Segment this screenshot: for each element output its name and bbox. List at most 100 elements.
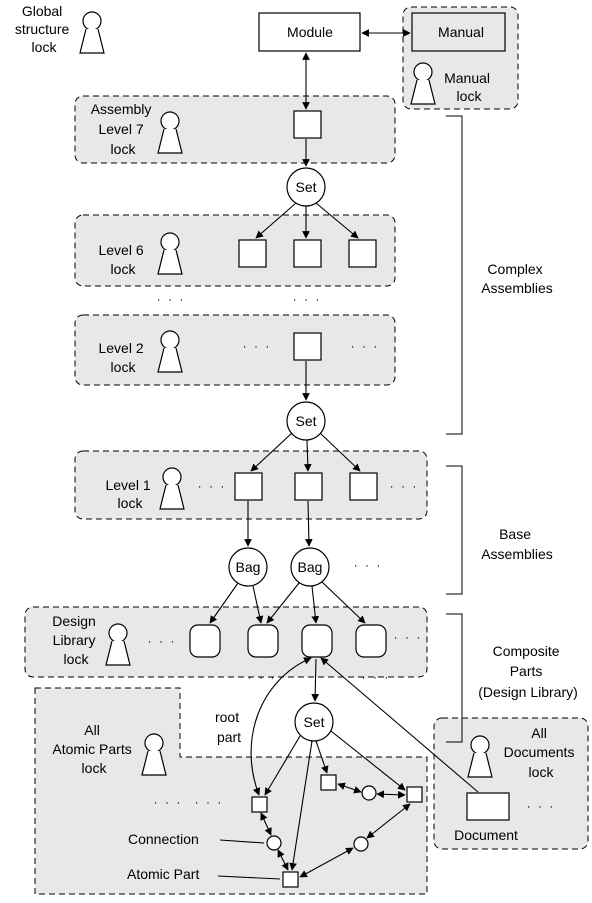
composite-part-4: [355, 624, 387, 658]
ellipsis-below-library-right: · · ·: [362, 670, 391, 684]
manual-label: Manual: [438, 24, 484, 40]
composite-part-2: [247, 624, 279, 658]
edge-set3-upper: [315, 740, 329, 774]
document-box: [466, 792, 510, 821]
set-label-2: Set: [295, 413, 316, 429]
atomic-part-bottom: [282, 871, 299, 888]
manual-lock-label: Manual lock: [444, 70, 494, 104]
edge-conn2-right: [376, 790, 406, 799]
edge-bag1-cp1: [209, 582, 239, 624]
level2-lock-label: Level 2 lock: [98, 340, 147, 375]
ellipsis-level1-right: · · ·: [390, 479, 419, 493]
level2-lock-icon: [157, 330, 183, 373]
atomic-parts-lock-label: All Atomic Parts lock: [52, 722, 135, 776]
level6-lock-label: Level 6 lock: [98, 242, 147, 277]
level6-lock-icon: [157, 232, 183, 275]
edge-set3-root: [264, 735, 301, 796]
edge-cp3-set3: [311, 658, 320, 702]
ellipsis-documents: · · ·: [527, 799, 556, 813]
assembly-level7-lock-label: Assembly Level 7 lock: [91, 101, 156, 157]
bag-label-1: Bag: [236, 559, 261, 575]
composite-parts-bracket: [446, 613, 463, 743]
module-label: Module: [287, 24, 333, 40]
edge-set1-level6-3: [315, 202, 359, 239]
level2-node: [293, 332, 322, 361]
root-part-label: root part: [215, 709, 243, 745]
manual-lock-icon: [410, 62, 436, 105]
design-library-lock-icon: [105, 623, 131, 666]
level6-node-1: [238, 239, 267, 268]
global-structure-lock-label: Global structure lock: [15, 3, 73, 55]
set-label-1: Set: [295, 179, 316, 195]
level1-node-2: [294, 472, 323, 501]
base-assemblies-bracket: [446, 465, 463, 595]
ellipsis-level2-right: · · ·: [351, 339, 380, 353]
edge-right-conn3: [366, 803, 411, 839]
level6-node-3: [348, 239, 377, 268]
edge-set2-level1-1: [250, 432, 293, 472]
edge-conn1-bottom: [277, 849, 289, 871]
ellipsis-level2-left: · · ·: [243, 339, 272, 353]
composite-part-1: [189, 624, 221, 658]
atomic-part-label: Atomic Part: [127, 866, 199, 882]
complex-assemblies-label: Complex Assemblies: [481, 261, 553, 296]
set-node-2: [286, 401, 326, 441]
complex-assemblies-bracket: [446, 115, 463, 435]
ellipsis-atomic-right: · · ·: [195, 795, 224, 809]
bag-label-2: Bag: [298, 559, 323, 575]
level1-node-3: [349, 472, 378, 501]
level1-lock-icon: [159, 467, 185, 510]
ellipsis-mid-center: · · ·: [293, 292, 322, 306]
edge-level1-bag2: [304, 500, 313, 547]
ellipsis-mid-left: · · ·: [157, 292, 186, 306]
composite-parts-label: Composite Parts (Design Library): [478, 643, 578, 700]
bag-node-1: [228, 547, 268, 587]
level6-zone: [74, 214, 396, 287]
assembly-level7-node: [293, 110, 322, 139]
edge-bag2-cp3: [311, 585, 320, 624]
connection-node-2: [361, 785, 377, 801]
atomic-part-root: [251, 796, 268, 813]
manual-box: [411, 12, 506, 52]
ellipsis-library-right: · · ·: [394, 630, 423, 644]
document-label: Document: [454, 827, 518, 843]
edge-bag2-cp4: [321, 581, 366, 624]
ellipsis-below-library-left: · · ·: [248, 670, 277, 684]
atomic-parts-lock-icon: [141, 733, 167, 776]
edge-document-cp3: [320, 657, 479, 793]
edge-conn3-bottom: [299, 847, 354, 878]
edge-set2-level1-3: [319, 432, 361, 472]
documents-lock-icon: [467, 735, 493, 778]
global-structure-lock-icon: [79, 11, 105, 54]
ellipsis-atomic-left: · · ·: [154, 795, 183, 809]
connection-node-1: [266, 835, 282, 851]
module-box: [258, 12, 361, 52]
edge-set1-level6-1: [255, 202, 297, 239]
base-assemblies-label: Base Assemblies: [481, 526, 553, 562]
atomic-part-upper: [320, 774, 337, 791]
edge-bag1-cp2: [252, 585, 264, 624]
edge-root-conn1: [260, 812, 272, 836]
edge-bag2-cp2: [266, 582, 300, 624]
level6-node-2: [293, 239, 322, 268]
ellipsis-bag: · · ·: [354, 558, 383, 572]
set-label-3: Set: [303, 714, 324, 730]
ellipsis-level1-left: · · ·: [198, 479, 227, 493]
documents-lock-label: All Documents lock: [504, 725, 579, 780]
atomic-parts-zone: [34, 687, 428, 895]
composite-part-3: [301, 624, 333, 658]
connection-label: Connection: [128, 831, 199, 847]
connection-node-3: [353, 836, 369, 852]
level1-lock-label: Level 1 lock: [105, 477, 154, 511]
ellipsis-library-left: · · ·: [148, 634, 177, 648]
edge-set2-level1-2: [303, 439, 312, 472]
assembly-level7-lock-icon: [157, 111, 183, 154]
atomic-part-right: [406, 786, 423, 803]
edge-set3-bottom: [289, 740, 313, 871]
atomic-part-callout: [217, 875, 281, 880]
edge-set3-right: [330, 730, 406, 791]
design-library-lock-label: Design Library lock: [52, 613, 99, 667]
edge-cp3-root-part: [250, 657, 312, 796]
connection-callout: [219, 839, 265, 844]
